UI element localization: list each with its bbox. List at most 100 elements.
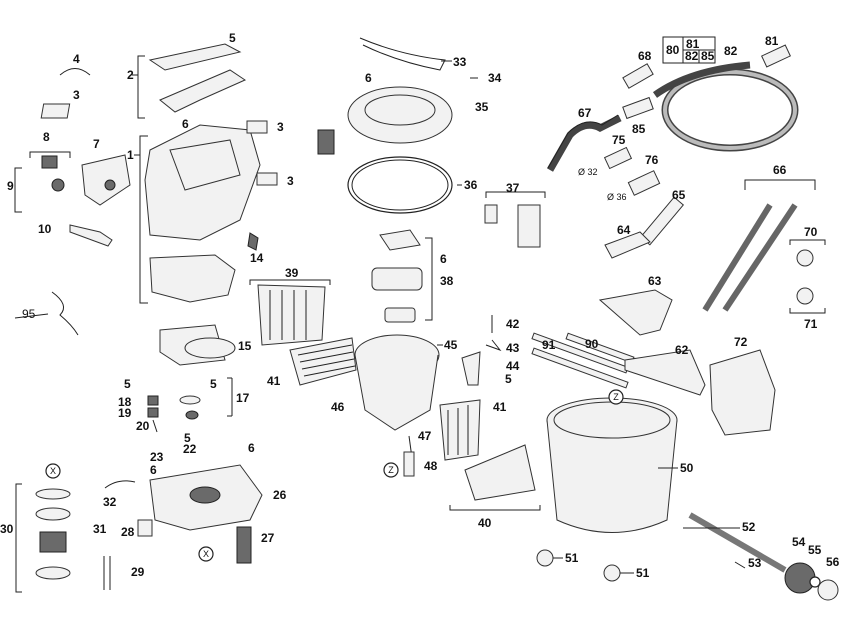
callout-35: 35 [475,100,489,114]
part-68-connector [622,63,654,89]
part-85-adapter-a [622,96,654,120]
part-33-seal-strip [359,37,446,71]
part-2-handle [132,43,247,119]
callout-81b: 81 [765,34,779,48]
part-26-base [149,464,263,531]
part-63-floor-nozzle [598,289,673,336]
callout-44: 44 [506,359,520,373]
part-56-cap [817,579,839,601]
callout-52: 52 [742,520,756,534]
callout-6d: 6 [248,441,255,455]
callout-45: 45 [444,338,458,352]
callout-22: 22 [183,442,197,456]
callout-85b: 85 [632,122,646,136]
callout-29: 29 [131,565,145,579]
callout-18: 18 [118,395,132,409]
callout-91: 91 [542,338,556,352]
part-75-adapter [603,146,633,170]
part-65-crevice-tool [639,196,685,246]
part-45-cage [354,334,440,431]
callout-39: 39 [285,266,299,280]
callout-5b: 5 [124,377,131,391]
callout-3c: 3 [73,88,80,102]
part-37-latch-set [484,191,546,248]
callout-6c: 6 [440,252,447,266]
callout-3b: 3 [287,174,294,188]
part-9-knob [51,178,65,192]
callout-65: 65 [672,188,686,202]
callout-40: 40 [478,516,492,530]
part-31-motor-stack [35,488,71,580]
part-27-filter [236,526,252,564]
part-54-wheel [784,562,816,594]
part-20-spring [152,419,158,433]
part-53-screw [734,561,746,569]
part-44-bracket [461,351,481,386]
callout-42: 42 [506,317,520,331]
callout-66: 66 [773,163,787,177]
callout-95: 95 [22,307,36,321]
callout-6e: 6 [150,463,157,477]
callout-2: 2 [127,68,134,82]
part-90-91-rails [531,332,635,389]
callout-82b: 82 [724,44,738,58]
part-3-label-b [256,172,278,186]
callout-5e: 5 [505,372,512,386]
callout-5c: 5 [210,377,217,391]
callout-1: 1 [127,148,134,162]
callout-4: 4 [73,52,80,66]
callout-51a: 51 [565,551,579,565]
part-39-cartridge [249,279,331,346]
part-67-bent-tube [546,114,622,172]
callout-90: 90 [585,337,599,351]
svg-text:X: X [203,549,209,559]
svg-text:Z: Z [388,465,394,475]
dim-36: Ø 36 [607,192,627,202]
part-17-parts [179,377,233,420]
part-38-valve [371,229,433,323]
callout-47: 47 [418,429,432,443]
part-41-filter-a [289,337,357,386]
part-35-head [347,86,453,144]
part-8-switch [41,155,58,169]
callout-labels: 1 2 3 3 3 4 5 5 5 5 5 6 6 6 6 6 7 8 9 10… [0,31,840,580]
part-43-clip [485,339,502,352]
part-81-connector [761,44,791,68]
part-52-axle [688,512,787,573]
part-7-switch-panel [81,154,131,206]
part-28 [137,519,153,537]
callout-50: 50 [680,461,694,475]
callout-55: 55 [808,543,822,557]
callout-41a: 41 [267,374,281,388]
part-36-gasket [347,156,453,214]
callout-53: 53 [748,556,762,570]
callout-36: 36 [464,178,478,192]
callout-19: 19 [118,406,132,420]
callout-10: 10 [38,222,52,236]
callout-9: 9 [7,179,14,193]
marker-x-bottom: X [198,546,214,562]
callout-43: 43 [506,341,520,355]
callout-82a: 82 [685,49,699,63]
callout-62: 62 [675,343,689,357]
marker-x-top: X [45,463,61,479]
part-41-filter-b [439,399,481,461]
callout-14: 14 [250,251,264,265]
callout-85a: 85 [701,49,715,63]
part-10-cable-clamp [69,224,113,247]
callout-76: 76 [645,153,659,167]
part-62-floor-nozzle [624,349,706,396]
part-51-wheel-b [603,564,621,582]
part-19 [147,407,159,418]
callout-81a: 81 [686,37,700,51]
callout-30: 30 [0,522,14,536]
part-64-nozzle [604,231,651,259]
callout-70: 70 [804,225,818,239]
callout-80: 80 [666,43,680,57]
callout-48: 48 [424,459,438,473]
callout-38: 38 [440,274,454,288]
part-3-label-c [40,103,71,119]
callout-27: 27 [261,531,275,545]
part-48 [403,451,415,477]
part-35-latch [317,129,335,155]
